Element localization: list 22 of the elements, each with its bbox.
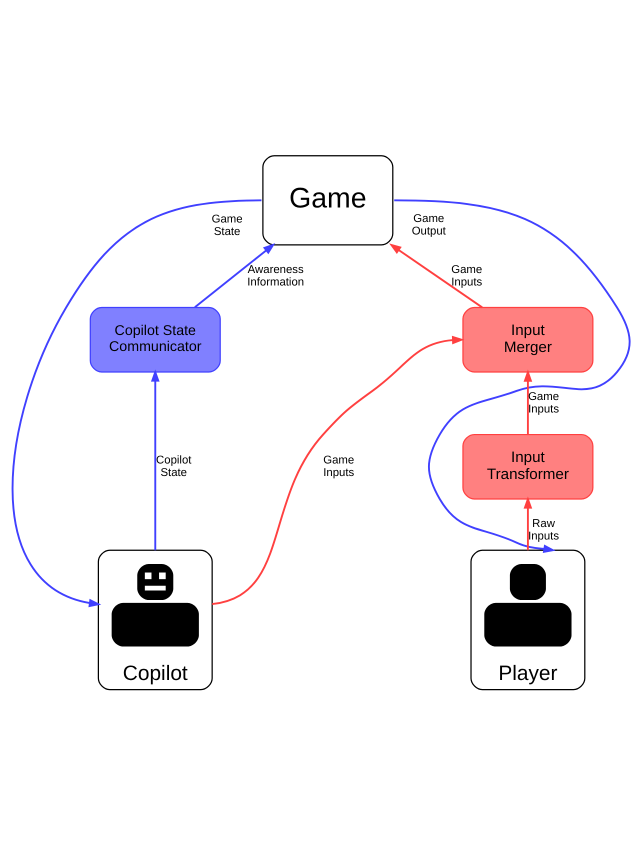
arrow bbox=[150, 369, 160, 550]
node-box: Game bbox=[262, 155, 394, 246]
cluster: Copilot bbox=[98, 550, 213, 690]
edge-label: Raw Inputs bbox=[528, 518, 560, 542]
arrow bbox=[12, 199, 262, 608]
edge-label: Game Inputs bbox=[451, 264, 482, 288]
edge-label: Game State bbox=[212, 213, 243, 238]
edge-label: Copilot State bbox=[156, 454, 192, 479]
edge-label: Game Inputs bbox=[323, 454, 354, 479]
arrow bbox=[212, 336, 464, 606]
arrow bbox=[524, 496, 532, 550]
edge-label: Game Inputs bbox=[528, 391, 560, 416]
node-box: Input Merger bbox=[462, 306, 594, 373]
node-box: Copilot State Communicator bbox=[90, 306, 221, 373]
node-box: Input Transformer bbox=[462, 434, 594, 500]
arrow bbox=[194, 243, 276, 308]
edge-label: Game Output bbox=[412, 213, 446, 238]
arrow bbox=[389, 243, 483, 308]
cluster: Player bbox=[470, 550, 586, 690]
edge-label: Awareness Information bbox=[247, 264, 304, 288]
arrow bbox=[394, 199, 630, 554]
arrow bbox=[524, 369, 532, 434]
